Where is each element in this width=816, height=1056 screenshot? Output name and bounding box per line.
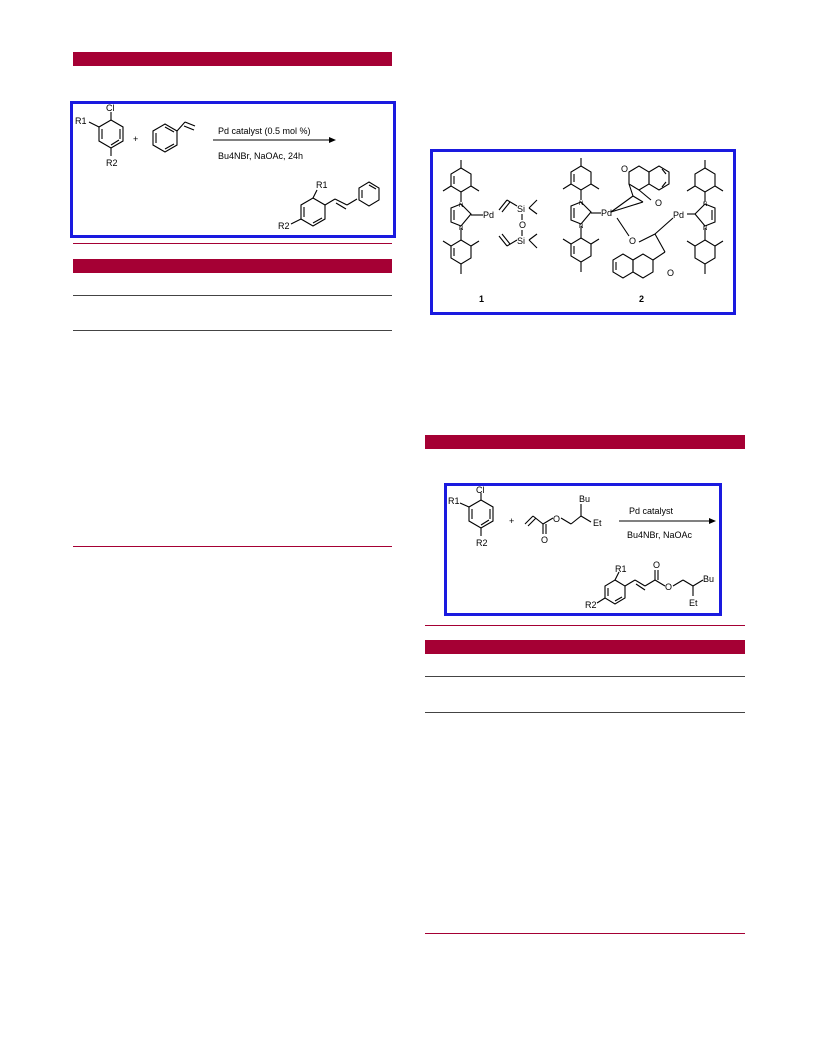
compound-1-label: 1 <box>479 294 484 304</box>
table-2-bottom-rule <box>425 933 745 934</box>
reaction-scheme-1: Cl R1 R2 + Pd catalyst (0.5 mol %) Bu4NB… <box>70 101 396 238</box>
n-label-2a: N <box>579 201 583 207</box>
styrene-structure <box>152 121 196 153</box>
acrylate-structure: O O Bu Et <box>524 494 602 545</box>
aryl-chloride-structure-2: Cl R1 R2 <box>448 485 494 548</box>
pd-label-1: Pd <box>483 210 494 220</box>
o-label-2b: O <box>655 198 662 208</box>
r2-label: R2 <box>106 158 118 168</box>
n-label-2c: N <box>703 202 707 208</box>
table-1-body-rule <box>73 330 392 331</box>
r1-label-2: R1 <box>448 496 460 506</box>
cinnamate-product-structure: R1 R2 O O Bu Et <box>585 560 714 610</box>
conditions-label-2: Bu4NBr, NaOAc <box>627 530 693 540</box>
compound-2-label: 2 <box>639 294 644 304</box>
product-r1-label-2: R1 <box>615 564 627 574</box>
catalyst-structures-drawing: N N Pd Si O Si 1 <box>442 158 724 304</box>
product-bu-label: Bu <box>703 574 714 584</box>
o-label-2a: O <box>621 164 628 174</box>
product-r2-label: R2 <box>278 221 290 231</box>
table-1-bottom-rule <box>73 546 392 547</box>
o-label-1: O <box>519 220 526 230</box>
product-ester-o-label: O <box>665 582 672 592</box>
catalyst-label-2: Pd catalyst <box>629 506 674 516</box>
product-et-label: Et <box>689 598 698 608</box>
product-r1-label: R1 <box>316 180 328 190</box>
o-label-2d: O <box>667 268 674 278</box>
n-label-upper: N <box>459 203 463 209</box>
table-2-header-rule <box>425 676 745 677</box>
ester-o-label: O <box>553 514 560 524</box>
bu-label: Bu <box>579 494 590 504</box>
table-2-header-bar <box>425 640 745 654</box>
aryl-chloride-structure: Cl R1 R2 <box>75 103 124 168</box>
o-label-2c: O <box>629 236 636 246</box>
scheme-2-underline <box>425 625 745 626</box>
catalyst-label: Pd catalyst (0.5 mol %) <box>218 126 311 136</box>
table-2-body-rule <box>425 712 745 713</box>
compound-1-structure: N N Pd Si O Si 1 <box>442 160 538 304</box>
plus-sign: + <box>133 134 138 144</box>
pd-label-2b: Pd <box>673 210 684 220</box>
product-carbonyl-o-label: O <box>653 560 660 570</box>
chloro-label-2: Cl <box>476 486 485 495</box>
catalyst-structures-figure: N N Pd Si O Si 1 <box>430 149 736 315</box>
r2-label-2: R2 <box>476 538 488 548</box>
pd-label-2a: Pd <box>601 208 612 218</box>
reaction-scheme-1-drawing: Cl R1 R2 + Pd catalyst (0.5 mol %) Bu4NB… <box>75 103 380 231</box>
stilbene-product-structure: R1 R2 <box>278 180 380 231</box>
product-r2-label-2: R2 <box>585 600 597 610</box>
chloro-label: Cl <box>106 104 115 113</box>
section-header-bar-left-1 <box>73 52 392 66</box>
r1-label: R1 <box>75 116 87 126</box>
reaction-scheme-2-drawing: Cl R1 R2 + O O Bu Et Pd catalyst Bu4NBr,… <box>448 485 716 610</box>
si-label-upper: Si <box>517 204 525 214</box>
reaction-scheme-2: Cl R1 R2 + O O Bu Et Pd catalyst Bu4NBr,… <box>444 483 722 616</box>
si-label-lower: Si <box>517 236 525 246</box>
table-1-header-bar <box>73 259 392 273</box>
compound-2-structure: N N Pd O O Pd N <box>562 158 724 304</box>
plus-sign-2: + <box>509 516 514 526</box>
scheme-1-underline <box>73 243 392 244</box>
et-label: Et <box>593 518 602 528</box>
conditions-label: Bu4NBr, NaOAc, 24h <box>218 151 303 161</box>
carbonyl-o-label: O <box>541 535 548 545</box>
table-1-header-rule <box>73 295 392 296</box>
section-header-bar-right-1 <box>425 435 745 449</box>
